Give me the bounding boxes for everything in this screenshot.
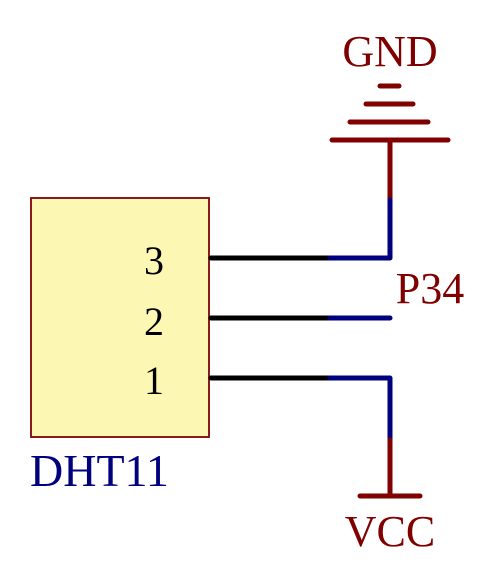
- ground-symbol: [329, 83, 451, 203]
- power-symbol: [357, 437, 423, 499]
- vcc-wire: [327, 375, 393, 443]
- gnd-wire: [327, 197, 393, 261]
- vcc-label: VCC: [345, 507, 435, 556]
- dht11-component-body: [30, 197, 210, 438]
- gnd-label: GND: [342, 27, 437, 76]
- net-wires: [327, 197, 393, 443]
- pin-number-3: 3: [144, 238, 164, 283]
- pin-stubs: [208, 255, 333, 381]
- pin-number-2: 2: [144, 299, 164, 344]
- pin-number-1: 1: [144, 358, 164, 403]
- component-label: DHT11: [30, 445, 169, 496]
- p34-label: P34: [396, 264, 464, 313]
